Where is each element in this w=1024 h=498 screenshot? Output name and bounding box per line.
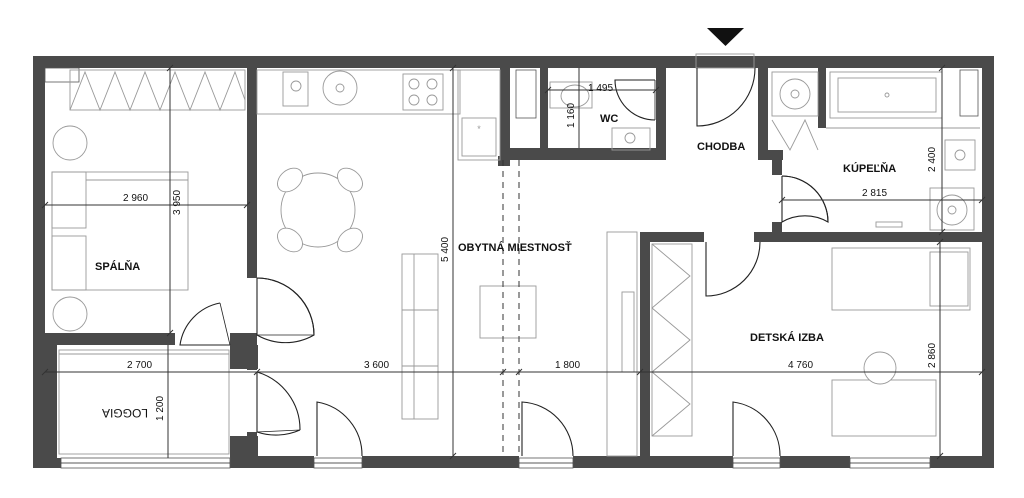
dim-bedroom-width: 2 960 — [123, 193, 148, 204]
dim-loggia-height: 1 200 — [155, 396, 166, 421]
dim-bath-height: 2 400 — [927, 147, 938, 172]
room-label-living: OBYTNÁ MIESTNOSŤ — [458, 241, 572, 254]
windows — [44, 67, 979, 469]
bedroom-furniture — [51, 69, 246, 332]
dim-loggia-width: 2 700 — [127, 360, 152, 371]
walls — [33, 56, 994, 468]
dim-hall-width: 1 800 — [555, 360, 580, 371]
dim-wc-height: 1 160 — [566, 103, 577, 128]
dim-bedroom-height: 3 950 — [172, 190, 183, 215]
room-label-bedroom: SPÁLŇA — [95, 260, 140, 273]
dim-living-height: 5 400 — [440, 237, 451, 262]
loggia-railing — [58, 349, 230, 455]
room-label-wc: WC — [600, 113, 618, 125]
living-furniture: * — [256, 69, 638, 457]
dim-kids-height: 2 860 — [927, 343, 938, 368]
room-label-bath: KÚPEĽŇA — [843, 162, 896, 175]
room-label-kids: DETSKÁ IZBA — [750, 331, 824, 344]
kids-furniture — [651, 243, 971, 437]
room-label-loggia: LOGGIA — [102, 406, 148, 420]
doors — [179, 53, 829, 457]
room-label-hall: CHODBA — [697, 141, 745, 153]
dimension-lines — [41, 64, 986, 460]
dim-wc-width: 1 495 — [588, 83, 613, 94]
dim-living-width: 3 600 — [364, 360, 389, 371]
dim-bath-width: 2 815 — [862, 188, 887, 199]
entrance-arrow-icon — [707, 28, 744, 46]
service-rooms-furniture — [549, 71, 980, 231]
svg-text:*: * — [477, 124, 481, 134]
dim-kids-width: 4 760 — [788, 360, 813, 371]
